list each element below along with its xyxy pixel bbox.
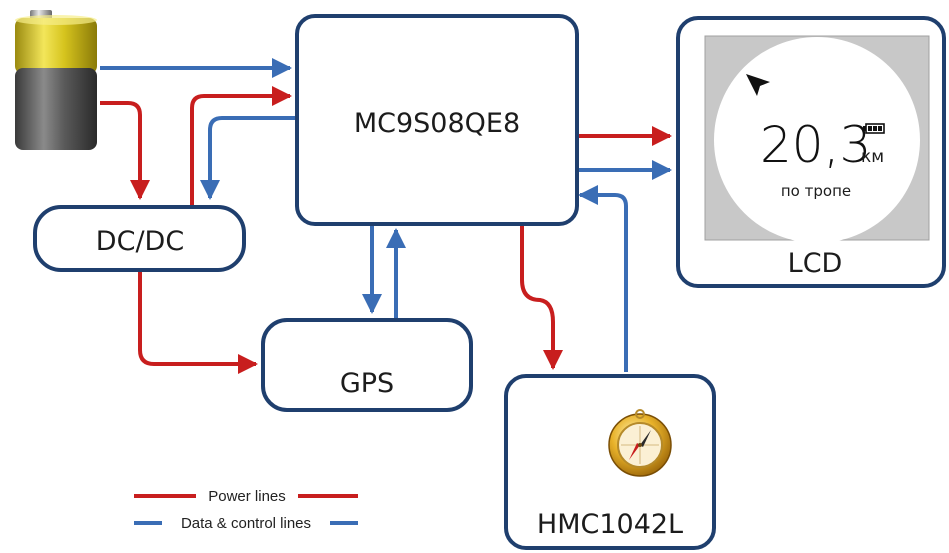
lcd-battery-icon [863,123,885,134]
dcdc-label: DC/DC [96,226,184,257]
power-line-dcdc-to-mcu [190,86,292,208]
dcdc-block: DC/DC [33,205,246,272]
legend-data: Data & control lines [134,515,358,532]
battery-icon [15,10,97,150]
compass-icon [608,409,672,477]
legend-data-label: Data & control lines [181,515,311,532]
legend: Power lines Data & control lines [134,488,358,532]
direction-arrow-icon [746,74,770,96]
compass-label: HMC1042L [537,509,683,540]
lcd-block: 20,3 км по тропе LCD [676,16,946,288]
lcd-mode-text: по тропе [781,182,851,200]
lcd-distance-value: 20,3 [760,116,871,174]
power-line-battery-to-dcdc [100,101,150,200]
legend-power-label: Power lines [208,488,286,505]
power-line-dcdc-to-gps [138,272,258,374]
lcd-distance-unit: км [861,147,884,167]
mcu-label: MC9S08QE8 [354,108,520,139]
lcd-dial [714,37,920,243]
gps-block: GPS [261,318,473,412]
lcd-label: LCD [788,248,843,279]
power-line-mcu-to-compass [520,226,563,370]
data-line-compass-to-mcu [578,185,628,372]
mcu-block: MC9S08QE8 [295,14,579,226]
compass-block: HMC1042L [504,374,716,550]
data-line-mcu-to-dcdc [200,116,296,200]
gps-label: GPS [340,368,394,399]
legend-power: Power lines [134,488,358,505]
